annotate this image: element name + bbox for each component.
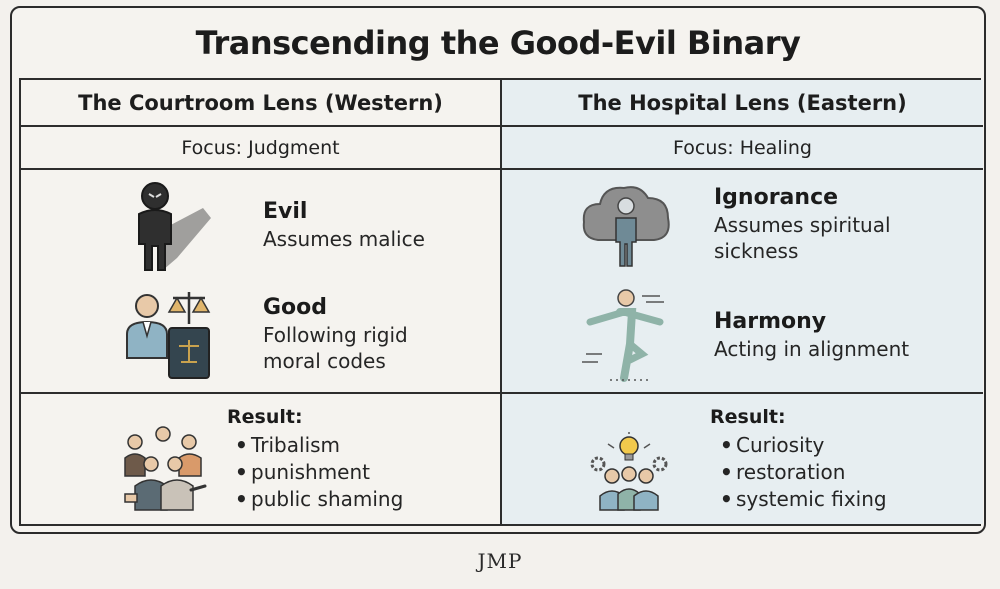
pointing-crowd-icon [124, 426, 207, 511]
page-title: Transcending the Good-Evil Binary [195, 24, 801, 62]
items-western: Evil Assumes malice Good Following rigid… [21, 170, 502, 394]
item-title-harmony: Harmony [714, 309, 827, 334]
item-desc-good-line1: Following rigid [263, 323, 408, 347]
item-desc-evil: Assumes malice [263, 227, 425, 251]
focus-eastern: Focus: Healing [502, 127, 983, 170]
shadow-figure-icon [138, 182, 211, 271]
cloud-figure-icon [582, 186, 670, 267]
balancing-figure-icon [582, 289, 664, 382]
result-list-western: Tribalism punishment public shaming [235, 432, 403, 513]
result-list-eastern: Curiosity restoration systemic fixing [720, 432, 887, 513]
item-desc-ignorance-line2: sickness [714, 239, 799, 263]
item-desc-harmony: Acting in alignment [714, 337, 910, 361]
item-desc-ignorance-line1: Assumes spiritual [714, 213, 891, 237]
item-title-good: Good [263, 295, 328, 320]
comparison-table: The Courtroom Lens (Western) The Hospita… [19, 78, 983, 526]
list-item: Curiosity [720, 432, 887, 459]
lightbulb-team-icon [590, 432, 668, 511]
judge-scales-icon [126, 292, 211, 379]
list-item: Tribalism [235, 432, 403, 459]
result-label-western: Result: [227, 406, 303, 428]
items-eastern: Ignorance Assumes spiritual sickness Har… [502, 170, 983, 394]
focus-western: Focus: Judgment [21, 127, 502, 170]
list-item: restoration [720, 459, 887, 486]
result-western: Result: Tribalism punishment public sham… [21, 394, 502, 524]
column-header-eastern: The Hospital Lens (Eastern) [502, 80, 983, 127]
jmp-logo: JMP [477, 549, 523, 573]
column-header-western: The Courtroom Lens (Western) [21, 80, 502, 127]
infographic-frame: Transcending the Good-Evil Binary The Co… [10, 6, 986, 534]
list-item: public shaming [235, 486, 403, 513]
result-eastern: Result: Curiosity restoration systemic f… [502, 394, 983, 524]
list-item: punishment [235, 459, 403, 486]
item-desc-good-line2: moral codes [263, 349, 386, 373]
result-label-eastern: Result: [710, 406, 786, 428]
item-title-evil: Evil [263, 199, 308, 224]
item-title-ignorance: Ignorance [714, 185, 839, 210]
list-item: systemic fixing [720, 486, 887, 513]
